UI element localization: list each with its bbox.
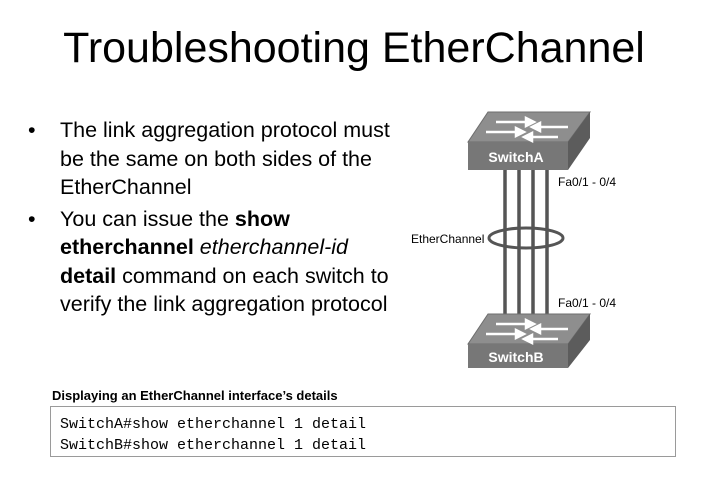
bullet-item: • You can issue the show etherchannel et… [28, 205, 398, 319]
bullet-dot: • [28, 206, 36, 231]
ports-bottom-label: Fa0/1 - 0/4 [558, 296, 616, 310]
switch-b: SwitchB [467, 313, 591, 368]
ports-top-label: Fa0/1 - 0/4 [558, 175, 616, 189]
link-bundle [503, 168, 549, 318]
etherchannel-diagram: EtherChannel SwitchA Fa0/1 - 0/4 SwitchB… [411, 111, 616, 368]
etherchannel-label: EtherChannel [411, 232, 484, 246]
bullet-text: command on each switch to verify the lin… [60, 263, 389, 317]
switch-b-label: SwitchB [488, 349, 543, 365]
bullet-item: • The link aggregation protocol must be … [28, 116, 398, 202]
bullet-text: You can issue the [60, 206, 235, 231]
command-keyword: show etherchannel [60, 206, 290, 260]
slide-title: Troubleshooting EtherChannel [63, 24, 645, 72]
bullet-text: The link aggregation protocol must be th… [60, 118, 390, 199]
code-line: SwitchA#show etherchannel 1 detail [60, 416, 367, 433]
code-line: SwitchB#show etherchannel 1 detail [60, 437, 367, 454]
bullet-list: • The link aggregation protocol must be … [28, 116, 398, 322]
code-caption: Displaying an EtherChannel interface’s d… [52, 388, 338, 403]
command-argument: etherchannel-id [193, 235, 349, 259]
switch-a: SwitchA [467, 111, 591, 170]
etherchannel-ellipse [487, 226, 565, 250]
switch-a-label: SwitchA [488, 149, 543, 165]
bullet-dot: • [28, 118, 36, 142]
command-keyword: detail [60, 263, 117, 288]
code-box: SwitchA#show etherchannel 1 detail Switc… [50, 406, 676, 457]
